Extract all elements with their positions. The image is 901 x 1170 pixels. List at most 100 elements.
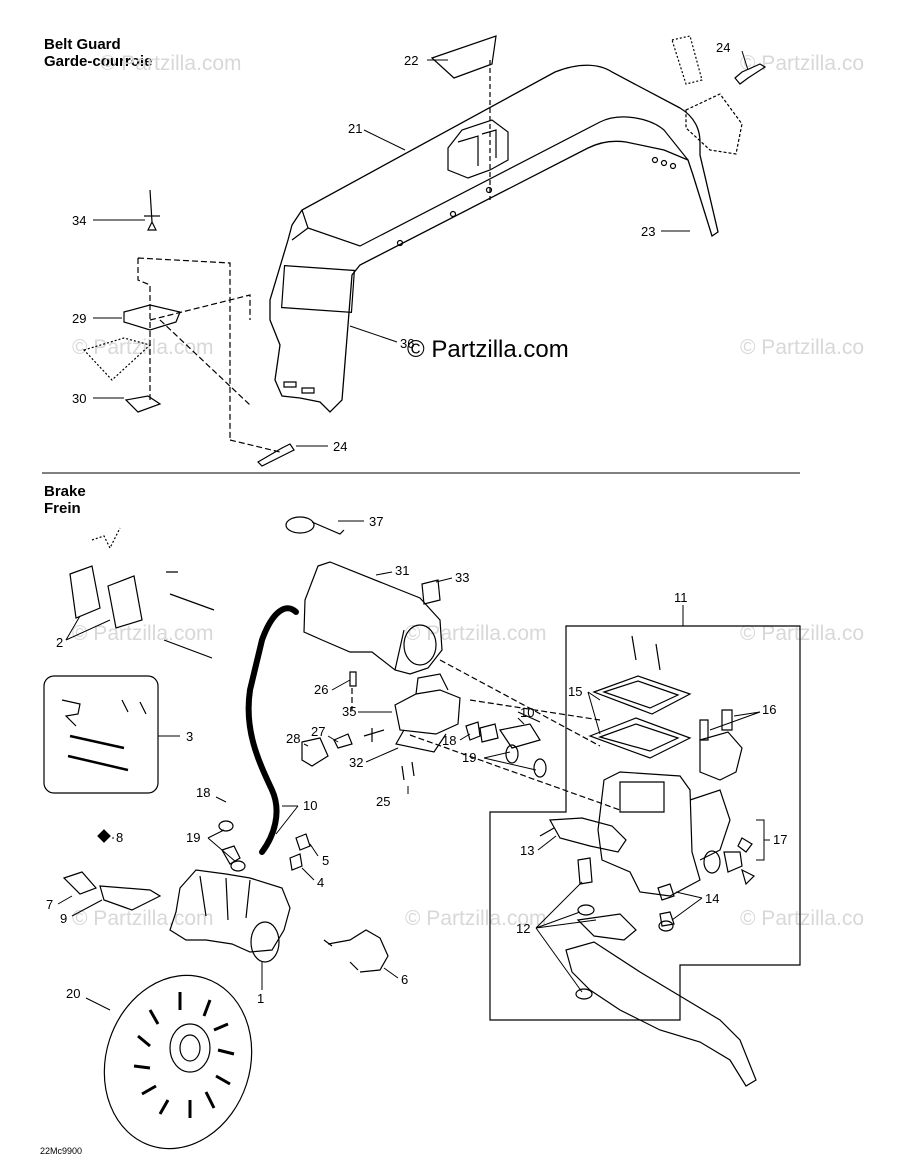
mount-hole bbox=[653, 158, 658, 163]
callout-17: 17 bbox=[773, 832, 787, 847]
mount-hole bbox=[398, 241, 403, 246]
belt-guard-body bbox=[270, 65, 718, 412]
leader-line bbox=[375, 571, 393, 576]
kit-clips bbox=[122, 700, 146, 714]
leader-line bbox=[85, 997, 111, 1011]
callout-19: 19 bbox=[186, 830, 200, 845]
callout-31: 31 bbox=[395, 563, 409, 578]
leader-line bbox=[275, 805, 299, 835]
leader-line bbox=[363, 129, 406, 151]
watermark: © Partzilla.co bbox=[740, 52, 864, 75]
washer-19 bbox=[534, 759, 546, 777]
mount-hole bbox=[671, 164, 676, 169]
callout-20: 20 bbox=[66, 986, 80, 1001]
leader-line bbox=[709, 711, 761, 731]
callout-30: 30 bbox=[72, 391, 86, 406]
callout-16: 16 bbox=[762, 702, 776, 717]
callout-21: 21 bbox=[348, 121, 362, 136]
cover-opening bbox=[404, 625, 436, 665]
pad-spring bbox=[92, 528, 120, 548]
nut-17 bbox=[724, 852, 742, 872]
caliper-1 bbox=[170, 870, 290, 952]
belt-guard-callouts: 22 24 21 34 23 29 36 30 24 bbox=[72, 40, 749, 454]
belt-guard-bracket-detail bbox=[458, 130, 496, 166]
belt-guard-title-en: Belt Guard bbox=[44, 36, 121, 53]
leader-line bbox=[331, 679, 351, 691]
leader-line bbox=[365, 747, 399, 763]
callout-36: 36 bbox=[400, 336, 414, 351]
clamp-screws-16 bbox=[700, 710, 732, 740]
callout-3: 3 bbox=[186, 729, 193, 744]
bracket-9 bbox=[100, 886, 160, 910]
kit-spring bbox=[62, 700, 80, 726]
leader-line bbox=[459, 733, 471, 741]
banjo-bolt-18 bbox=[466, 722, 480, 740]
watermark: © Partzilla.com bbox=[405, 622, 547, 645]
bolt-7 bbox=[64, 872, 96, 894]
disc-vents bbox=[134, 992, 234, 1118]
e-clip-12 bbox=[576, 989, 592, 999]
nut-14 bbox=[658, 884, 674, 900]
callout-35: 35 bbox=[342, 704, 356, 719]
leader-line bbox=[65, 615, 111, 641]
caliper-piston bbox=[251, 922, 279, 962]
wire-end bbox=[364, 728, 384, 742]
rivet-24-bottom bbox=[258, 444, 294, 466]
leader-line bbox=[71, 899, 103, 917]
kit-pins bbox=[68, 736, 128, 770]
callout-23: 23 bbox=[641, 224, 655, 239]
leader-line bbox=[349, 325, 398, 343]
drawing-code: 22Mc9900 bbox=[40, 1146, 83, 1156]
callout-27: 27 bbox=[311, 724, 325, 739]
callout-29: 29 bbox=[72, 311, 86, 326]
watermark: © Partzilla.com bbox=[72, 336, 214, 359]
washer-19 bbox=[231, 861, 245, 871]
washer-17 bbox=[704, 851, 720, 873]
mount-hole bbox=[487, 188, 492, 193]
line-fittings bbox=[324, 940, 358, 970]
bracket-30 bbox=[126, 396, 160, 412]
belt-guard-drawing bbox=[84, 36, 765, 466]
bracket-29 bbox=[124, 305, 180, 330]
watermarks: © Partzilla.com © Partzilla.co © Partzil… bbox=[72, 52, 864, 930]
leader-line bbox=[671, 891, 703, 921]
belt-guard-top-bracket bbox=[448, 120, 508, 178]
switch-wires bbox=[540, 828, 554, 836]
cable-tie-tail bbox=[312, 522, 344, 534]
hose-spring bbox=[518, 712, 540, 722]
belt-guard-title: Belt Guard Garde-courroie bbox=[44, 36, 152, 70]
spring-12 bbox=[578, 905, 594, 915]
callout-11: 11 bbox=[674, 590, 688, 605]
leader-bracket bbox=[756, 819, 770, 861]
watermark: © Partzilla.co bbox=[740, 622, 864, 645]
callout-15: 15 bbox=[568, 684, 582, 699]
leader-line bbox=[309, 843, 319, 857]
disc-hub-bore bbox=[180, 1035, 200, 1061]
kit-box-3 bbox=[44, 676, 158, 793]
brake-title: Brake Frein bbox=[44, 483, 86, 517]
brake-lever bbox=[566, 942, 756, 1086]
leader-line bbox=[435, 577, 453, 583]
bleeder-8 bbox=[98, 830, 110, 842]
lever-bracket bbox=[578, 914, 636, 940]
callout-24: 24 bbox=[333, 439, 347, 454]
watermark: © Partzilla.com bbox=[405, 907, 547, 930]
watermark: © Partzilla.co bbox=[740, 907, 864, 930]
callout-37: 37 bbox=[369, 514, 383, 529]
mount-slot bbox=[284, 382, 296, 387]
watermark: © Partzilla.com bbox=[72, 622, 214, 645]
brake-title-en: Brake bbox=[44, 483, 86, 500]
leader-line bbox=[303, 743, 309, 747]
reservoir-gasket-15 bbox=[590, 718, 690, 758]
cap-screws bbox=[632, 636, 660, 670]
callout-32: 32 bbox=[349, 755, 363, 770]
rivet-34 bbox=[148, 190, 156, 230]
handlebar-clamp bbox=[700, 732, 742, 780]
leader-line bbox=[57, 895, 73, 905]
callout-4: 4 bbox=[317, 875, 324, 890]
brake-callouts: 37 31 33 11 2 3 26 35 27 28 32 25 10 18 … bbox=[46, 514, 787, 1011]
callout-1: 1 bbox=[257, 991, 264, 1006]
item-23-fabric bbox=[672, 36, 702, 84]
brake-line-6 bbox=[328, 930, 388, 972]
